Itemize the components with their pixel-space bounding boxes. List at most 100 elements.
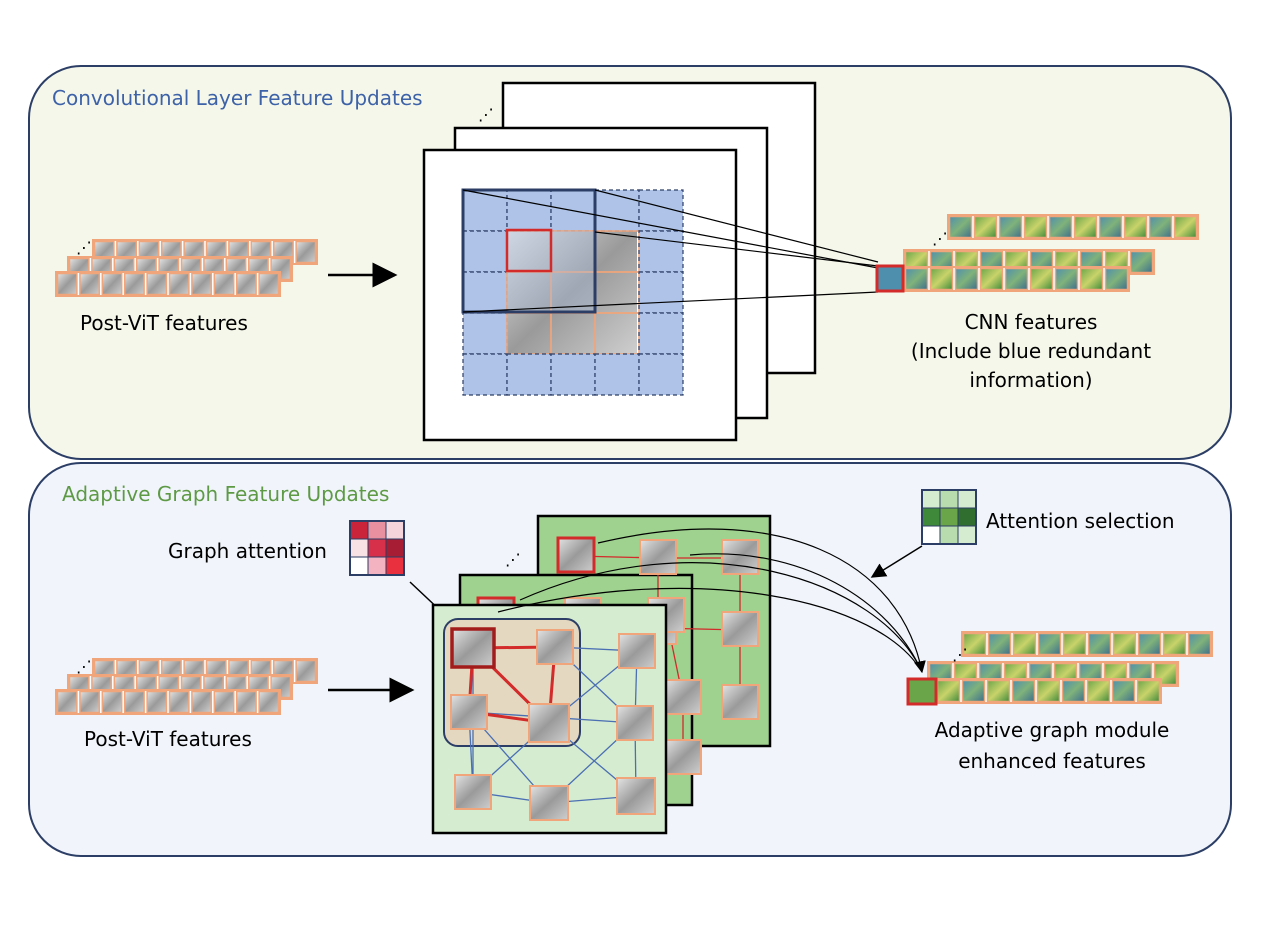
- graph-node: [528, 703, 570, 743]
- matrix-cell: [385, 538, 405, 558]
- graph-node: [529, 785, 569, 821]
- feature-patch: [123, 690, 145, 714]
- attention-selection-label: Attention selection: [986, 509, 1175, 533]
- matrix-cell: [367, 538, 387, 558]
- feature-patch: [1112, 632, 1137, 656]
- feature-patch: [1036, 679, 1061, 703]
- feature-patch: [258, 272, 280, 296]
- matrix-cell: [921, 507, 941, 527]
- feature-patch: [1123, 215, 1148, 239]
- feature-patch: [1129, 250, 1154, 274]
- matrix-cell: [957, 525, 977, 545]
- attention-selection-arrow: [870, 545, 923, 578]
- red-highlight-patch: [505, 228, 553, 273]
- attention-selection-matrix: [921, 489, 977, 545]
- feature-patch: [1012, 632, 1037, 656]
- enhanced-red-patch: [906, 677, 938, 706]
- front-graph: [450, 627, 656, 821]
- conv-grid: [462, 189, 684, 396]
- conv-grid-cell: [638, 312, 684, 355]
- graph-plane-dots: ⋰: [505, 550, 521, 569]
- matrix-cell: [921, 525, 941, 545]
- feature-patch: [295, 659, 317, 683]
- feature-patch: [1029, 267, 1054, 291]
- feature-patch: [146, 272, 168, 296]
- cnn-label-line3: information): [969, 368, 1092, 392]
- feature-patch: [929, 267, 954, 291]
- graph-attention-label: Graph attention: [168, 539, 327, 563]
- enhanced-strips-dots: ⋰: [952, 645, 968, 664]
- post-vit-strips-top: [55, 239, 318, 297]
- kernel-window: [461, 188, 597, 314]
- feature-patch: [1054, 267, 1079, 291]
- feature-patch: [987, 632, 1012, 656]
- projection-lines: [462, 189, 879, 313]
- feature-patch: [1104, 267, 1129, 291]
- matrix-cell: [957, 489, 977, 509]
- conv-grid-cell: [594, 189, 640, 232]
- post-vit-label-bottom: Post-ViT features: [84, 727, 252, 751]
- feature-patch: [936, 679, 961, 703]
- bottom-panel-title: Adaptive Graph Feature Updates: [62, 482, 389, 506]
- conv-grid-cell: [462, 312, 508, 355]
- conv-grid-cell: [462, 353, 508, 396]
- graph-node: [721, 684, 759, 720]
- feature-patch: [1062, 632, 1087, 656]
- matrix-cell: [921, 489, 941, 509]
- conv-grid-cell: [638, 353, 684, 396]
- feature-patch: [1086, 679, 1111, 703]
- top-panel: Convolutional Layer Feature Updates ⋰ Po…: [28, 65, 1232, 460]
- cnn-red-patch: [875, 264, 905, 293]
- feature-patch: [56, 272, 78, 296]
- matrix-border: [921, 489, 977, 545]
- feature-patch: [1187, 632, 1212, 656]
- feature-patch: [948, 215, 973, 239]
- matrix-cell: [939, 525, 959, 545]
- cnn-label-line1: CNN features: [965, 310, 1098, 334]
- conv-grid-cell: [462, 189, 508, 232]
- selection-curves: [497, 528, 926, 674]
- matrix-cell: [367, 556, 387, 576]
- feature-patch: [1073, 215, 1098, 239]
- feature-patch: [986, 679, 1011, 703]
- feature-patch: [101, 272, 123, 296]
- feature-patch: [1004, 267, 1029, 291]
- graph-node: [664, 679, 702, 715]
- cnn-feature-strips: [903, 214, 1199, 292]
- matrix-cell: [939, 507, 959, 527]
- feature-patch: [258, 690, 280, 714]
- feature-patch: [123, 272, 145, 296]
- feature-patch: [168, 272, 190, 296]
- feature-patch: [213, 272, 235, 296]
- feature-patch: [1137, 632, 1162, 656]
- feature-patch: [1079, 267, 1104, 291]
- feature-patch: [1023, 215, 1048, 239]
- graph-node: [721, 539, 759, 575]
- feature-patch: [191, 272, 213, 296]
- center-image-region: [507, 230, 637, 355]
- matrix-cell: [349, 520, 369, 540]
- feature-patch: [1011, 679, 1036, 703]
- graph-node: [618, 633, 656, 669]
- conv-grid-cell: [638, 271, 684, 314]
- feature-patch: [1136, 679, 1161, 703]
- graph-node: [721, 611, 759, 647]
- conv-grid-cell: [462, 230, 508, 273]
- graph-node: [639, 539, 677, 575]
- cnn-label-line2: (Include blue redundant: [911, 339, 1151, 363]
- feature-patch: [1061, 679, 1086, 703]
- matrix-cell: [385, 556, 405, 576]
- conv-grid-cell: [506, 353, 552, 396]
- feature-patch: [1148, 215, 1173, 239]
- feature-patch: [56, 690, 78, 714]
- feature-patch: [1087, 632, 1112, 656]
- conv-grid-cell: [594, 353, 640, 396]
- feature-patch: [235, 272, 257, 296]
- matrix-cell: [385, 520, 405, 540]
- post-vit-strips-bottom: [55, 658, 318, 715]
- feature-patch: [146, 690, 168, 714]
- feature-patch: [973, 215, 998, 239]
- conv-grid-cell: [462, 271, 508, 314]
- matrix-cell: [349, 556, 369, 576]
